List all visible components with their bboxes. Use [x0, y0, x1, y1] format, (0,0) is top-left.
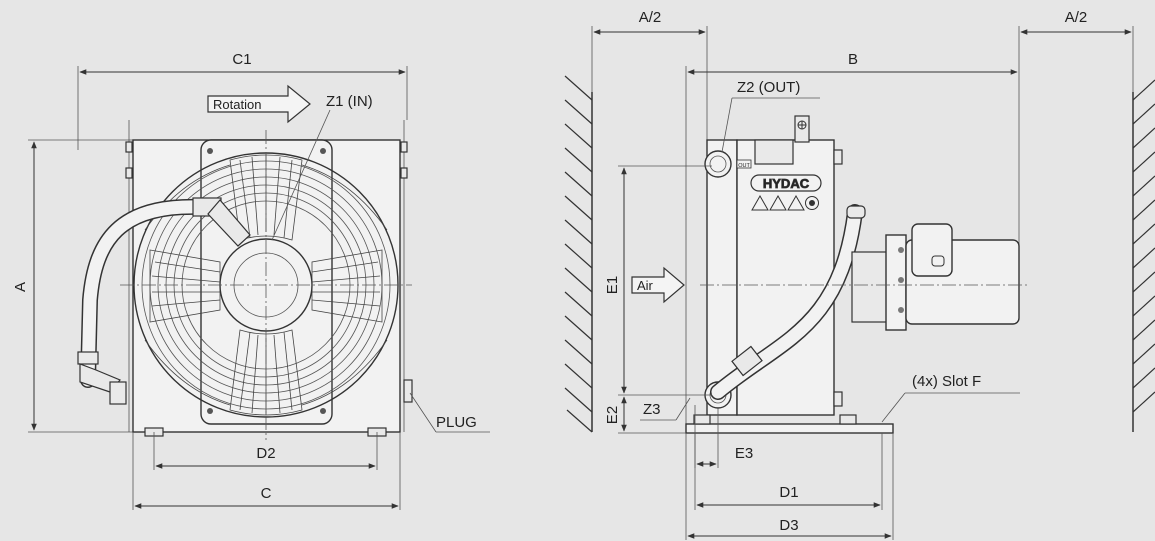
air-flow-arrow-icon: [631, 266, 685, 304]
dimension-a-half-right-label: A/2: [1065, 9, 1088, 26]
side-view: A/2 A/2 B HYDAC: [564, 9, 1155, 540]
left-wall: [564, 75, 593, 433]
warning-symbols-icon: [751, 194, 819, 211]
dimension-c-label: C: [261, 485, 272, 502]
dimension-e3-label: E3: [735, 445, 753, 462]
motor-adapter: [851, 251, 889, 323]
front-view: C1 A: [12, 51, 490, 510]
dimension-d2-label: D2: [256, 445, 275, 462]
fan-blades: [144, 154, 388, 416]
air-label: Air: [637, 278, 654, 293]
dimension-d3-label: D3: [779, 517, 798, 534]
z3-label: Z3: [643, 401, 661, 418]
rotation-label: Rotation: [213, 97, 261, 112]
z2-out-label: Z2 (OUT): [737, 79, 800, 96]
ground-symbol-icon: [797, 120, 807, 130]
brand-logo-text: HYDAC: [763, 176, 810, 191]
right-wall: [1132, 79, 1155, 432]
base-plate: [685, 423, 894, 434]
dimension-b-label: B: [848, 51, 858, 68]
cooler-core: [706, 139, 738, 416]
z1-in-label: Z1 (IN): [326, 93, 373, 110]
plug-label: PLUG: [436, 414, 477, 431]
outlet-port: [704, 150, 732, 178]
dimension-c1-label: C1: [232, 51, 251, 68]
dimension-a-half-left-label: A/2: [639, 9, 662, 26]
dimension-e2-label: E2: [604, 406, 621, 424]
dimension-a-label: A: [12, 282, 29, 292]
motor-terminal-box: [911, 223, 953, 277]
dimension-d1-label: D1: [779, 484, 798, 501]
out-tag-label: OUT: [738, 163, 750, 169]
slot-f-label: (4x) Slot F: [912, 373, 981, 390]
rotation-arrow-icon: [207, 84, 311, 124]
dimension-e1-label: E1: [604, 276, 621, 294]
